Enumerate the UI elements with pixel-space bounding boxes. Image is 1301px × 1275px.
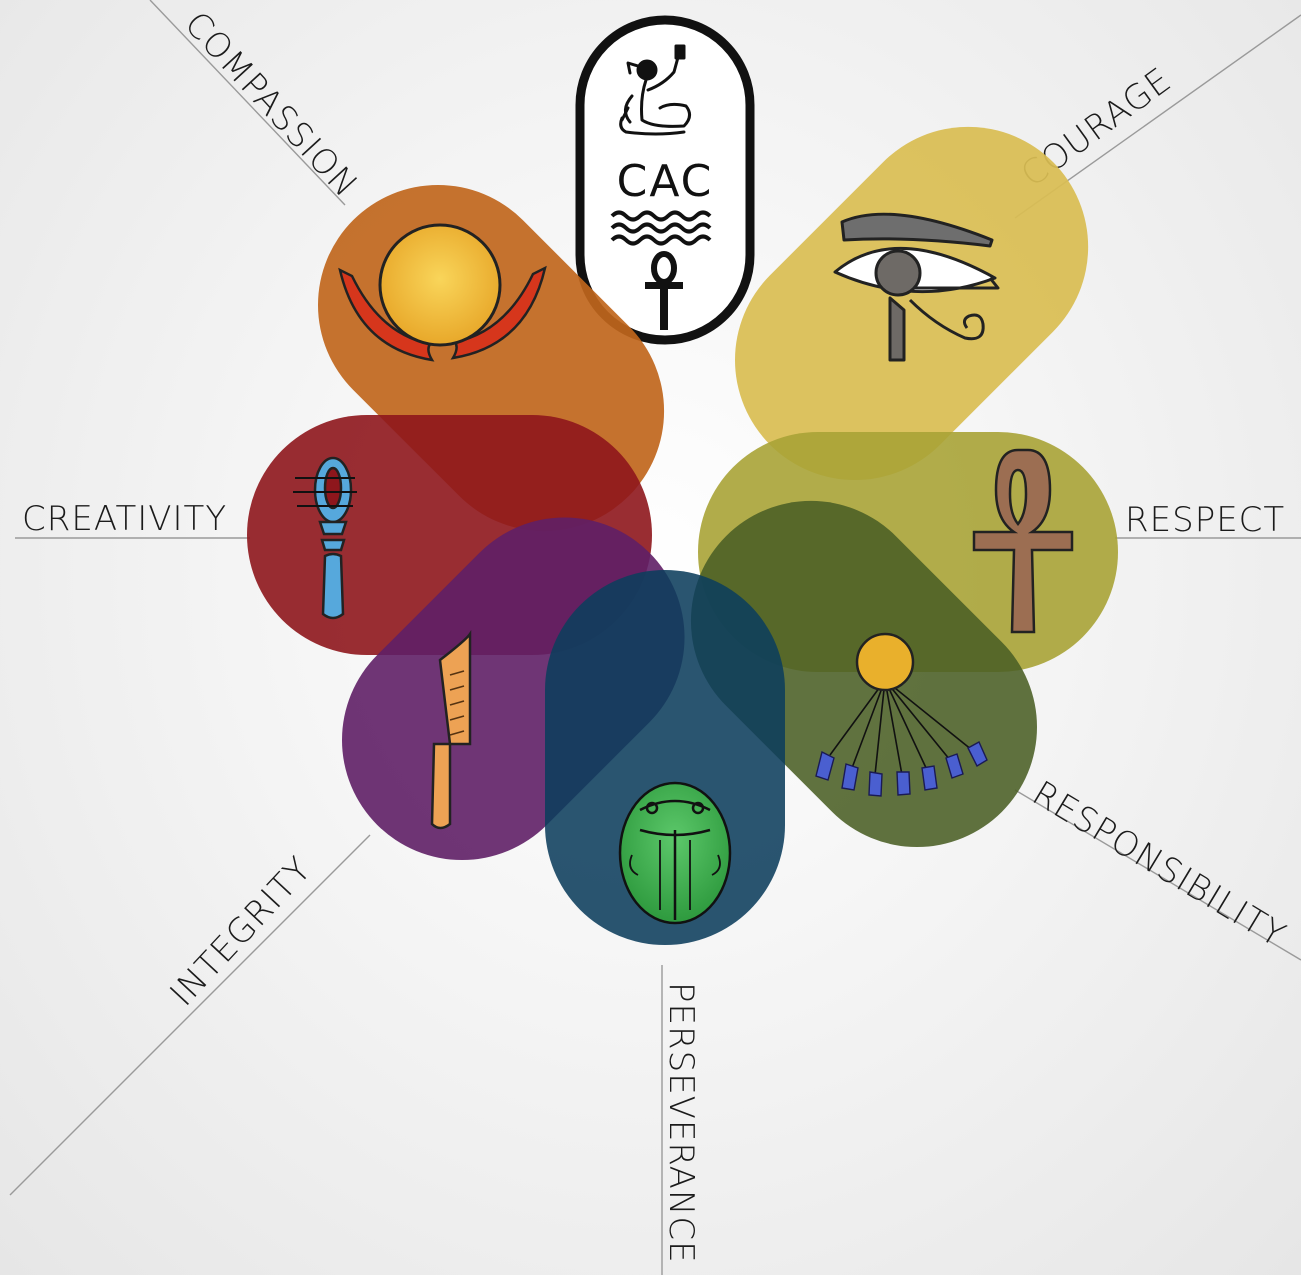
seated-scribe-icon — [619, 44, 691, 136]
ray-integrity — [9, 834, 371, 1196]
label-integrity: INTEGRITY — [162, 849, 320, 1014]
water-icon — [610, 210, 712, 246]
sun-disk-with-horns-icon — [338, 223, 547, 362]
aten-rays-icon — [815, 632, 988, 797]
small-ankh-icon — [645, 251, 683, 330]
scarab-icon — [618, 781, 732, 925]
feather-blade-icon — [430, 629, 472, 830]
label-creativity: CREATIVITY — [22, 499, 227, 539]
label-compassion: COMPASSION — [176, 4, 365, 206]
ray-compassion — [149, 0, 346, 206]
ankh-icon — [972, 448, 1074, 634]
ray-responsibility — [1014, 789, 1301, 961]
label-perseverance: PERSEVERANCE — [661, 982, 701, 1264]
cartouche: CAC — [575, 15, 755, 345]
label-respect: RESPECT — [1125, 500, 1285, 540]
label-responsibility: RESPONSIBILITY — [1025, 773, 1292, 956]
eye-of-horus-icon — [833, 212, 1000, 362]
cartouche-title: CAC — [617, 156, 714, 207]
lotus-scepter-icon — [293, 456, 357, 620]
